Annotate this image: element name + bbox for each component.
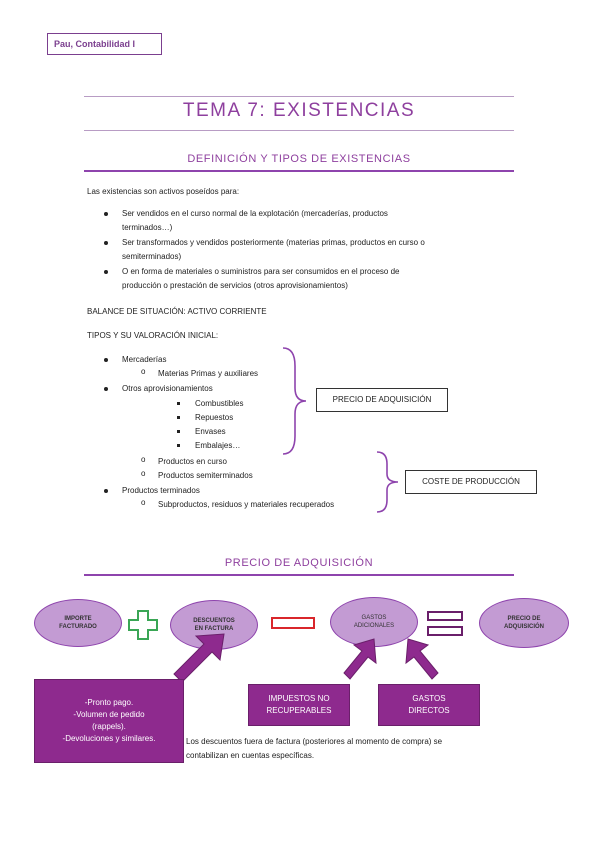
balance-text: BALANCE DE SITUACIÓN: ACTIVO CORRIENTE [87,307,267,316]
item-terminados: Productos terminados [122,486,200,495]
bullet-1-line1: Ser vendidos en el curso normal de la ex… [122,209,388,218]
bullet-circle: o [141,455,146,464]
bullet-2-line1: Ser transformados y vendidos posteriorme… [122,238,425,247]
intro-text: Las existencias son activos poseídos par… [87,187,240,196]
equals-icon [427,611,463,636]
bullet-dot [104,387,108,391]
descuentos-info-box: -Pronto pago. -Volumen de pedido (rappel… [34,679,184,763]
plus-icon [128,610,158,640]
section1-underline [84,170,514,172]
info-line: IMPUESTOS NO [268,694,330,703]
bullet-square [177,402,180,405]
info-line: -Devoluciones y similares. [62,734,156,743]
section2-heading: PRECIO DE ADQUISICIÓN [224,557,374,569]
ellipse-text: ADICIONALES [353,623,395,629]
title-rule-bottom [84,130,514,131]
bullet-circle: o [141,498,146,507]
impuestos-box: IMPUESTOS NO RECUPERABLES [248,684,350,726]
ellipse-text: GASTOS [361,615,387,621]
box-precio-adquisicion: PRECIO DE ADQUISICIÓN [316,388,448,412]
ellipse-text: DESCUENTOS [193,618,235,624]
bullet-square [177,416,180,419]
ellipse-text: IMPORTE [64,616,92,622]
section1-heading: DEFINICIÓN Y TIPOS DE EXISTENCIAS [187,153,411,165]
info-line: GASTOS [412,694,446,703]
item-combustibles: Combustibles [195,399,244,408]
item-materias: Materias Primas y auxiliares [158,369,259,378]
item-subproductos: Subproductos, residuos y materiales recu… [158,500,335,509]
ellipse-text: ADQUISICIÓN [503,624,544,630]
note-line1: Los descuentos fuera de factura (posteri… [186,737,443,746]
section2-underline [84,574,514,576]
item-otros: Otros aprovisionamientos [122,384,213,393]
info-line: -Volumen de pedido [73,710,145,719]
bullet-dot [104,212,108,216]
item-semiterminados: Productos semiterminados [158,471,253,480]
bullet-circle: o [141,367,146,376]
item-curso: Productos en curso [158,457,227,466]
info-line: DIRECTOS [408,706,450,715]
brace-coste [376,451,399,513]
page-title: TEMA 7: EXISTENCIAS [182,100,416,121]
arrow-to-descuentos [173,633,225,683]
header-label: Pau, Contabilidad I [47,33,162,55]
bullet-1-line2: terminados…) [122,223,173,232]
bullet-2-line2: semiterminados) [122,252,182,261]
item-envases: Envases [195,427,226,436]
bullet-dot [104,241,108,245]
ellipse-importe-facturado: IMPORTE FACTURADO [34,599,122,647]
bullet-square [177,430,180,433]
brace-precio [282,347,307,455]
box-coste-produccion: COSTE DE PRODUCCIÓN [405,470,537,494]
info-line: (rappels). [92,722,126,731]
minus-icon [271,617,315,629]
ellipse-text: FACTURADO [59,624,97,630]
arrow-to-gastos-left [343,638,377,680]
tipos-text: TIPOS Y SU VALORACIÓN INICIAL: [87,331,219,340]
ellipse-text: PRECIO DE [507,616,541,622]
bullet-3-line2: producción o prestación de servicios (ot… [122,281,348,290]
ellipse-precio-adquisicion: PRECIO DE ADQUISICIÓN [479,598,569,648]
bullet-3-line1: O en forma de materiales o suministros p… [122,267,400,276]
note-line2: contabilizan en cuentas específicas. [186,751,315,760]
arrow-to-gastos-right [405,638,439,680]
item-repuestos: Repuestos [195,413,234,422]
info-line: -Pronto pago. [84,698,134,707]
bullet-dot [104,489,108,493]
gastos-directos-box: GASTOS DIRECTOS [378,684,480,726]
ellipse-text: EN FACTURA [194,626,234,632]
title-rule-top [84,96,514,97]
bullet-square [177,444,180,447]
bullet-dot [104,358,108,362]
item-mercaderias: Mercaderías [122,355,167,364]
bullet-dot [104,270,108,274]
item-embalajes: Embalajes… [195,441,241,450]
info-line: RECUPERABLES [266,706,332,715]
bullet-circle: o [141,469,146,478]
